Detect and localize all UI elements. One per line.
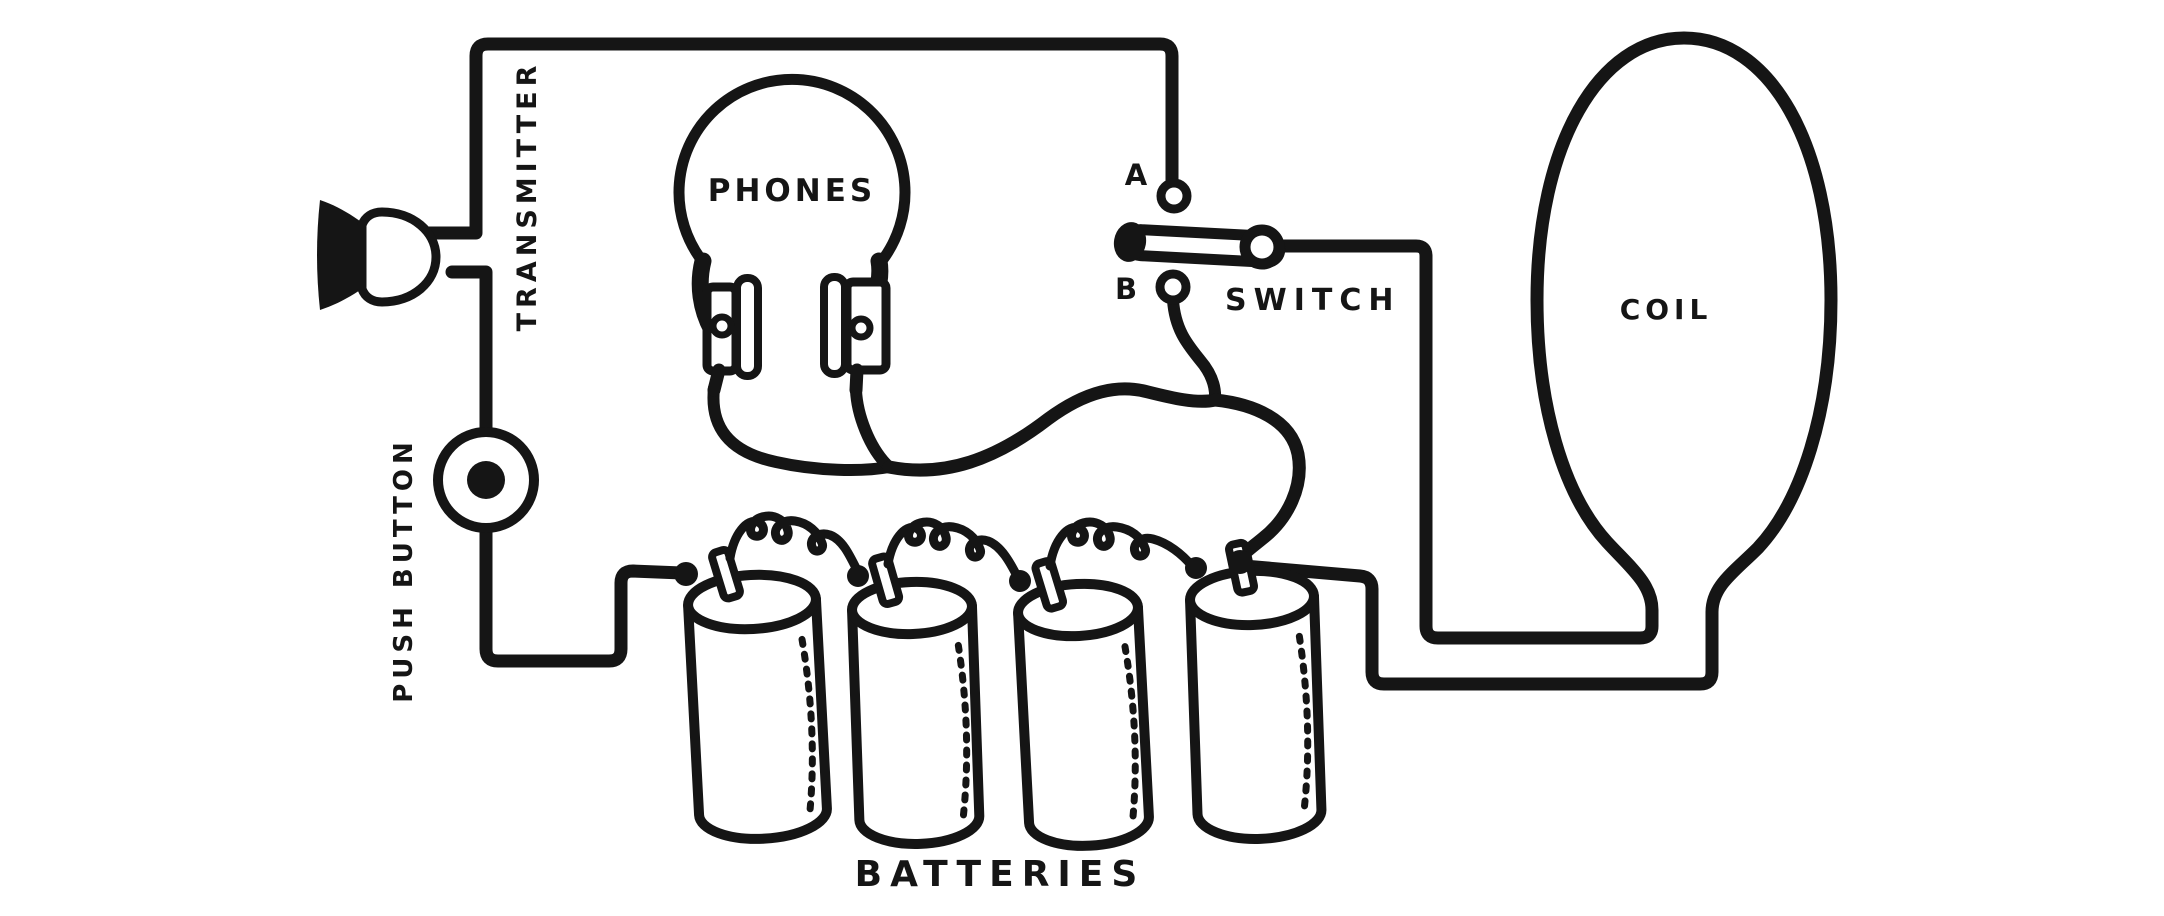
- cord-to-battery-4: [1208, 393, 1306, 566]
- battery-bank: [674, 511, 1327, 851]
- battery-jumper-1: [725, 511, 863, 577]
- junction-blob-2: [847, 565, 869, 587]
- junction-blob-5: [1228, 550, 1252, 574]
- cord-terminal-b: [1167, 294, 1222, 406]
- terminal-a-label: A: [1125, 158, 1148, 192]
- earpiece-left: [702, 274, 762, 397]
- phone-cord-main: [882, 382, 1222, 477]
- coil-label: COIL: [1620, 293, 1713, 326]
- battery-cell-2: [847, 552, 985, 849]
- push-button: [433, 427, 539, 533]
- battery-cell-4: [1185, 538, 1327, 844]
- battery-cell-3: [1013, 557, 1154, 851]
- terminal-b-label: B: [1115, 272, 1137, 306]
- switch-label: SWITCH: [1225, 283, 1400, 318]
- phones-headband: [673, 73, 911, 268]
- phone-cord-left: [707, 382, 895, 476]
- phone-cord-right: [850, 384, 895, 473]
- wire-pushbutton-to-battery: [479, 523, 689, 668]
- battery-cell-1: [683, 546, 832, 844]
- phones-label: PHONES: [708, 173, 876, 209]
- phones: [673, 73, 911, 397]
- switch: [1113, 178, 1286, 305]
- push-button-dot: [467, 461, 505, 499]
- terminal-a-contact: [1156, 178, 1192, 214]
- push-button-label: PUSH BUTTON: [389, 437, 419, 703]
- switch-knob: [1239, 224, 1285, 270]
- wire-transmitter-to-terminal-a: [421, 37, 1179, 240]
- wire-transmitter-to-pushbutton: [445, 265, 493, 437]
- junction-blob-1: [674, 562, 698, 586]
- transmitter: [317, 200, 441, 310]
- junction-blob-4: [1185, 557, 1207, 579]
- transmitter-label: TRANSMITTER: [512, 61, 543, 332]
- wire-battery-coil-switch: [1237, 31, 1838, 691]
- transmitter-mouthpiece-icon: [357, 207, 441, 307]
- batteries-label: BATTERIES: [855, 854, 1146, 895]
- junction-blob-3: [1009, 570, 1031, 592]
- battery-jumper-3: [1045, 517, 1197, 571]
- terminal-b-contact: [1155, 269, 1191, 305]
- switch-pivot: [1113, 222, 1147, 262]
- earpiece-right: [820, 273, 891, 397]
- battery-jumper-2: [883, 517, 1023, 583]
